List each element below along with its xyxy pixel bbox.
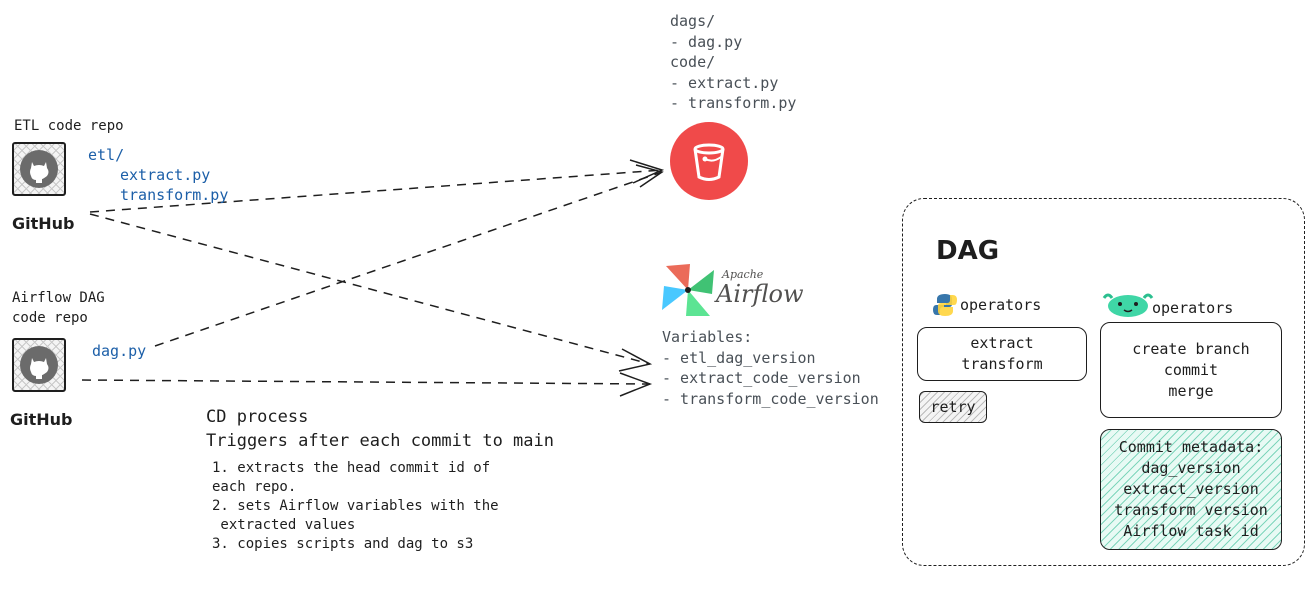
s3-tree-line: - dag.py (670, 33, 743, 51)
metadata-line: Commit metadata: (1118, 438, 1264, 456)
cd-step-line: 3. copies scripts and dag to s3 (212, 536, 474, 552)
airflow-brand: Airflow (716, 280, 804, 308)
etl-github-box (12, 142, 66, 196)
dag-repo-title-line2: code repo (12, 310, 88, 326)
dag-repo-file: dag.py (92, 342, 147, 360)
s3-tree-line: - extract.py (670, 74, 779, 92)
cd-process-title: CD process (206, 407, 309, 427)
airflow-brand-small: Apache (722, 268, 764, 281)
metadata-line: extract_version (1123, 480, 1259, 498)
arrow-dag-to-s3 (154, 171, 663, 347)
python-ops-box: extract transform (917, 327, 1087, 381)
arrowhead-dag-s3 (635, 164, 664, 188)
airflow-pinwheel-icon (662, 264, 714, 316)
dag-github-box (12, 338, 66, 392)
metadata-line: Airflow task id (1123, 522, 1259, 540)
lakefs-ops-box: create branch commit merge (1100, 322, 1282, 418)
etl-file-transform: transform.py (120, 186, 229, 204)
github-icon (20, 346, 58, 384)
metadata-line: transform version (1114, 501, 1268, 519)
airflow-variable: - transform_code_version (662, 390, 879, 408)
dag-repo-title-line1: Airflow DAG (12, 290, 105, 306)
airflow-variable: - etl_dag_version (662, 349, 816, 367)
cd-process-subtitle: Triggers after each commit to main (206, 431, 554, 451)
lakefs-op: commit (1163, 360, 1219, 379)
etl-repo-title: ETL code repo (14, 118, 124, 134)
commit-metadata-box: Commit metadata: dag_version extract_ver… (1100, 429, 1282, 550)
lakefs-axolotl-icon (1102, 293, 1154, 317)
s3-tree-line: - transform.py (670, 94, 797, 112)
metadata-line: dag_version (1141, 459, 1241, 477)
dag-frame (902, 198, 1305, 566)
lakefs-op: merge (1168, 381, 1214, 400)
etl-file-extract: extract.py (120, 166, 211, 184)
arrow-etl-to-airflow (89, 213, 651, 365)
dag-github-label: GitHub (10, 410, 73, 429)
python-op: extract (970, 334, 1034, 352)
lakefs-op: create branch (1132, 339, 1250, 358)
etl-folder: etl/ (88, 146, 125, 164)
arrow-dag-to-airflow (81, 379, 651, 385)
s3-tree-line: code/ (670, 53, 716, 71)
s3-tree-line: dags/ (670, 12, 716, 30)
python-op: transform (961, 355, 1043, 373)
python-operators-label: operators (960, 296, 1042, 314)
python-icon (933, 294, 957, 316)
lakefs-operators-label: operators (1152, 299, 1234, 317)
cd-step-line: each repo. (212, 479, 297, 495)
arrowhead-dag-airflow (619, 372, 653, 397)
airflow-variables-title: Variables: (662, 328, 753, 346)
cd-step-line: 1. extracts the head commit id of (212, 460, 491, 476)
cd-step-line: 2. sets Airflow variables with the (212, 498, 499, 514)
cd-step-line: extracted values (212, 517, 356, 533)
retry-box: retry (919, 391, 987, 423)
dag-title: DAG (936, 236, 1000, 266)
s3-bucket-icon (670, 122, 748, 200)
retry-label: retry (930, 397, 976, 416)
etl-github-label: GitHub (12, 214, 75, 233)
airflow-variable: - extract_code_version (662, 369, 861, 387)
arrowhead-etl-s3 (629, 159, 665, 184)
arrowhead-etl-airflow (618, 348, 653, 372)
github-icon (20, 150, 58, 188)
